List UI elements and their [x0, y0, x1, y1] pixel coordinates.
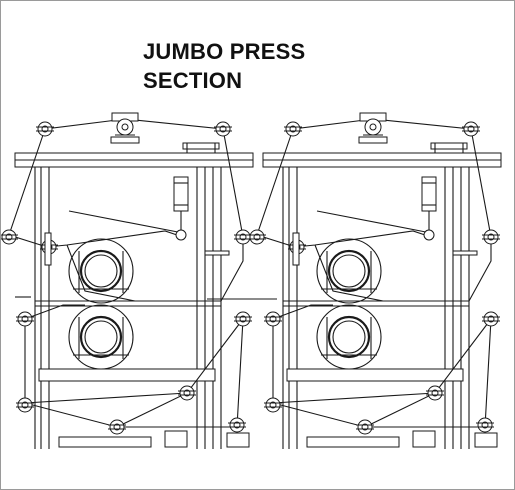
press-unit-left: [1, 113, 253, 449]
diagram-title: JUMBO PRESS SECTION: [143, 37, 383, 95]
title-line-1: JUMBO PRESS: [143, 39, 306, 64]
press-unit-right: [248, 113, 501, 449]
title-line-2: SECTION: [143, 68, 243, 93]
